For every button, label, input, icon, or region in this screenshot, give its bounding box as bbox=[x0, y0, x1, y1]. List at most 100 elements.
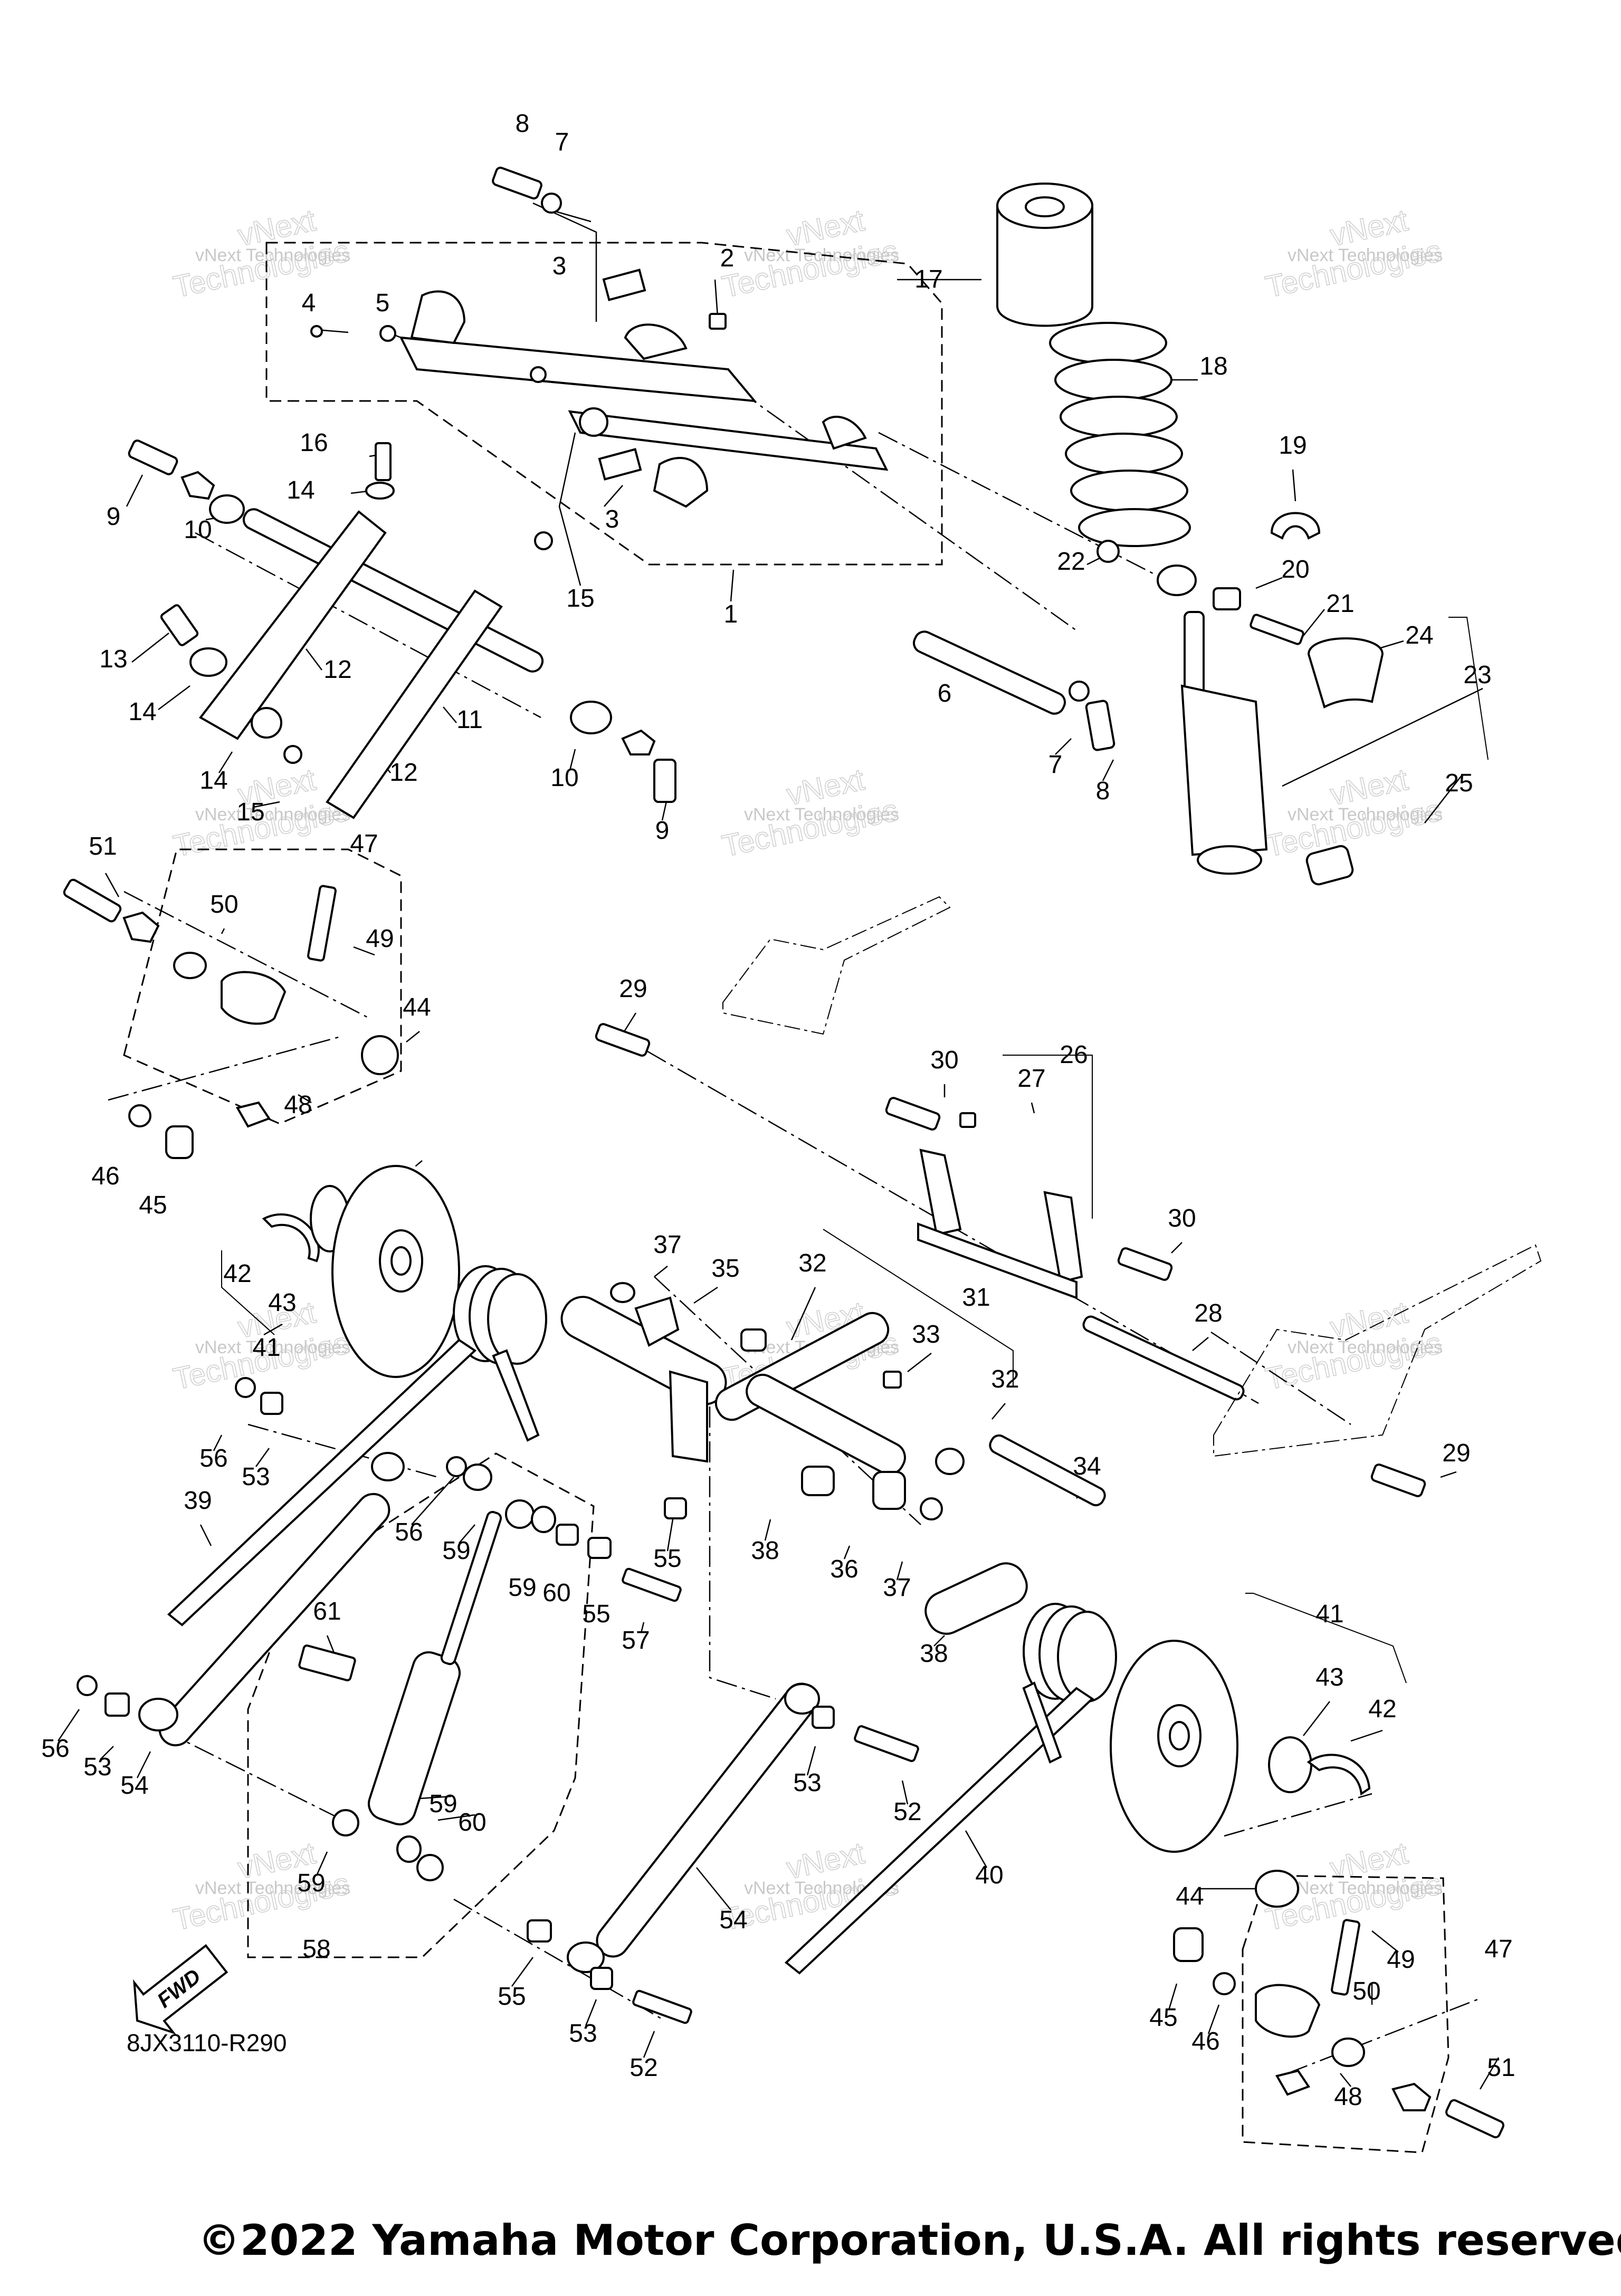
bolt-16 bbox=[375, 442, 392, 481]
collar-55 bbox=[556, 1524, 579, 1546]
callout-47: 47 bbox=[1484, 1935, 1512, 1963]
pin-4 bbox=[310, 325, 323, 338]
callout-7: 7 bbox=[555, 128, 569, 156]
callout-14: 14 bbox=[287, 476, 314, 504]
collar-60 bbox=[531, 1506, 556, 1533]
axis-line bbox=[1210, 1331, 1351, 1426]
plate-31 bbox=[669, 1370, 708, 1463]
callout-53: 53 bbox=[83, 1753, 111, 1781]
arm-12-right bbox=[326, 589, 503, 819]
bolt-49 bbox=[307, 885, 337, 962]
arm-12-left bbox=[199, 510, 387, 740]
callout-38: 38 bbox=[751, 1537, 779, 1565]
callout-1: 1 bbox=[724, 600, 738, 628]
callout-18: 18 bbox=[1199, 352, 1227, 380]
callout-34: 34 bbox=[1073, 1452, 1101, 1480]
callout-52: 52 bbox=[893, 1798, 921, 1826]
callout-3: 3 bbox=[605, 505, 619, 533]
callout-38: 38 bbox=[920, 1640, 948, 1668]
bumper-35 bbox=[634, 1296, 680, 1347]
bushing-32 bbox=[740, 1328, 767, 1352]
nut-56-left bbox=[235, 1377, 256, 1398]
callout-5: 5 bbox=[376, 289, 390, 317]
callout-13: 13 bbox=[99, 645, 127, 673]
washer-7-right bbox=[1069, 681, 1090, 702]
nut-15-left bbox=[283, 745, 302, 764]
axis-line bbox=[453, 1898, 665, 2022]
rod-6 bbox=[912, 630, 1066, 715]
bushing-32-right bbox=[935, 1448, 965, 1475]
callout-53: 53 bbox=[569, 2020, 597, 2048]
bearing-43-right bbox=[1268, 1736, 1312, 1793]
callout-60: 60 bbox=[458, 1809, 486, 1836]
collar-59-top bbox=[463, 1463, 492, 1491]
shaft-28 bbox=[1082, 1315, 1245, 1401]
bracket-31 bbox=[823, 1229, 1014, 1388]
ring-24 bbox=[1307, 637, 1384, 709]
bracket-23 bbox=[1448, 617, 1489, 760]
washer-37-lower bbox=[920, 1497, 943, 1520]
damper-61 bbox=[298, 1644, 356, 1681]
callout-59: 59 bbox=[429, 1790, 457, 1818]
bracket-41-left bbox=[221, 1250, 275, 1335]
watermark: vNext Technologies Technologies vNext bbox=[719, 762, 901, 864]
bushing-45-right bbox=[1173, 1927, 1204, 1962]
callout-52: 52 bbox=[630, 2054, 657, 2082]
watermark: vNext Technologies Technologies vNext bbox=[1262, 762, 1445, 864]
callout-39: 39 bbox=[184, 1487, 212, 1515]
callout-19: 19 bbox=[1279, 432, 1307, 460]
callout-33: 33 bbox=[912, 1321, 940, 1348]
callout-59: 59 bbox=[297, 1869, 325, 1897]
nut-56-lower bbox=[77, 1675, 98, 1696]
nut-15 bbox=[534, 531, 553, 550]
callout-2: 2 bbox=[720, 244, 735, 272]
callout-11: 11 bbox=[456, 706, 483, 734]
collar-50 bbox=[173, 952, 207, 979]
callout-25: 25 bbox=[1445, 769, 1473, 797]
shock-58 bbox=[368, 1510, 502, 1826]
circlip-42 bbox=[262, 1213, 320, 1262]
callout-56: 56 bbox=[199, 1444, 227, 1472]
callout-59: 59 bbox=[508, 1574, 536, 1602]
bolt-30-left bbox=[885, 1097, 941, 1131]
callout-7: 7 bbox=[1048, 751, 1063, 779]
callout-8: 8 bbox=[1096, 777, 1110, 805]
watermark: vNext Technologies Technologies vNext bbox=[1262, 1295, 1445, 1397]
watermark: vNext Technologies Technologies vNext bbox=[1262, 203, 1445, 305]
callout-22: 22 bbox=[1057, 548, 1085, 576]
callout-45: 45 bbox=[1149, 2004, 1177, 2032]
axis-line bbox=[738, 389, 1077, 632]
callout-15: 15 bbox=[236, 798, 264, 826]
nut-9-right bbox=[621, 729, 656, 755]
callout-50: 50 bbox=[1352, 1977, 1380, 2005]
callout-31: 31 bbox=[962, 1284, 990, 1312]
callout-17: 17 bbox=[914, 265, 942, 293]
nut-51 bbox=[122, 911, 160, 943]
callout-20: 20 bbox=[1281, 556, 1309, 583]
collar-60-lower bbox=[416, 1854, 444, 1881]
axis-line bbox=[878, 432, 1177, 587]
parts bbox=[63, 166, 1542, 2139]
washer-37-top bbox=[610, 1282, 635, 1303]
callout-43: 43 bbox=[268, 1289, 296, 1317]
callout-23: 23 bbox=[1463, 661, 1491, 689]
collar-36 bbox=[801, 1466, 835, 1496]
link-end-54-r bbox=[784, 1683, 820, 1715]
callout-9: 9 bbox=[107, 503, 121, 531]
washer-46 bbox=[128, 1104, 151, 1127]
watermark-text: vNext Technologies bbox=[1288, 1337, 1443, 1357]
bolt-13 bbox=[160, 604, 199, 646]
callout-40: 40 bbox=[975, 1861, 1003, 1889]
bolt-30-right bbox=[1117, 1247, 1173, 1281]
collar-20 bbox=[1213, 587, 1241, 610]
callout-32: 32 bbox=[991, 1365, 1019, 1393]
callout-41: 41 bbox=[252, 1334, 280, 1362]
washer-14-lower bbox=[251, 707, 282, 739]
link-54-left bbox=[158, 1493, 390, 1747]
callout-37: 37 bbox=[883, 1574, 911, 1602]
collar-59-b bbox=[396, 1835, 422, 1863]
bolt-51-right bbox=[1445, 2099, 1504, 2139]
callout-37: 37 bbox=[653, 1231, 681, 1259]
watermark-group: vNext Technologies Technologies vNext vN… bbox=[170, 203, 1445, 1938]
bolt-29-right bbox=[1370, 1463, 1426, 1497]
